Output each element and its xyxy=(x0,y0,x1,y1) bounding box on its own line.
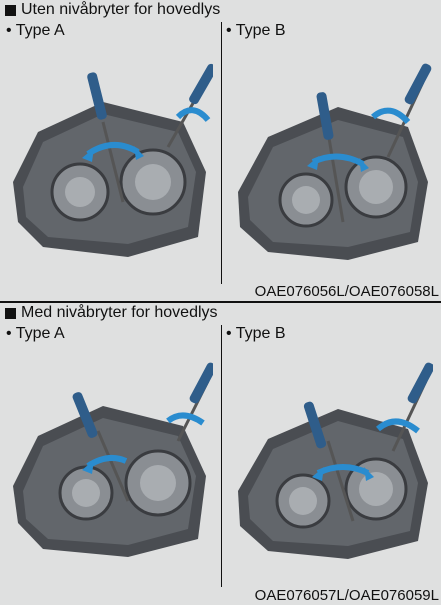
figure-caption: OAE076056L/OAE076058L xyxy=(255,283,439,301)
square-bullet-icon xyxy=(5,5,16,16)
section-title-text: Med nivåbryter for hovedlys xyxy=(21,303,218,323)
type-b-label: • Type B xyxy=(226,22,286,40)
section-without-level-switch: Uten nivåbryter for hovedlys • Type A • … xyxy=(0,0,441,302)
headlamp-illustration-type-b xyxy=(228,62,433,262)
type-a-label: • Type A xyxy=(6,325,65,343)
headlamp-illustration-type-a xyxy=(8,361,213,561)
section-title-text: Uten nivåbryter for hovedlys xyxy=(21,0,220,20)
headlamp-illustration-type-b xyxy=(228,361,433,561)
panel-divider xyxy=(221,22,222,284)
section-title: Med nivåbryter for hovedlys xyxy=(5,303,218,323)
panel-divider xyxy=(221,325,222,587)
section-with-level-switch: Med nivåbryter for hovedlys • Type A • T… xyxy=(0,303,441,605)
headlamp-illustration-type-a xyxy=(8,62,213,262)
type-b-label: • Type B xyxy=(226,325,286,343)
type-a-label: • Type A xyxy=(6,22,65,40)
figure-caption: OAE076057L/OAE076059L xyxy=(255,587,439,605)
section-title: Uten nivåbryter for hovedlys xyxy=(5,0,220,20)
square-bullet-icon xyxy=(5,308,16,319)
